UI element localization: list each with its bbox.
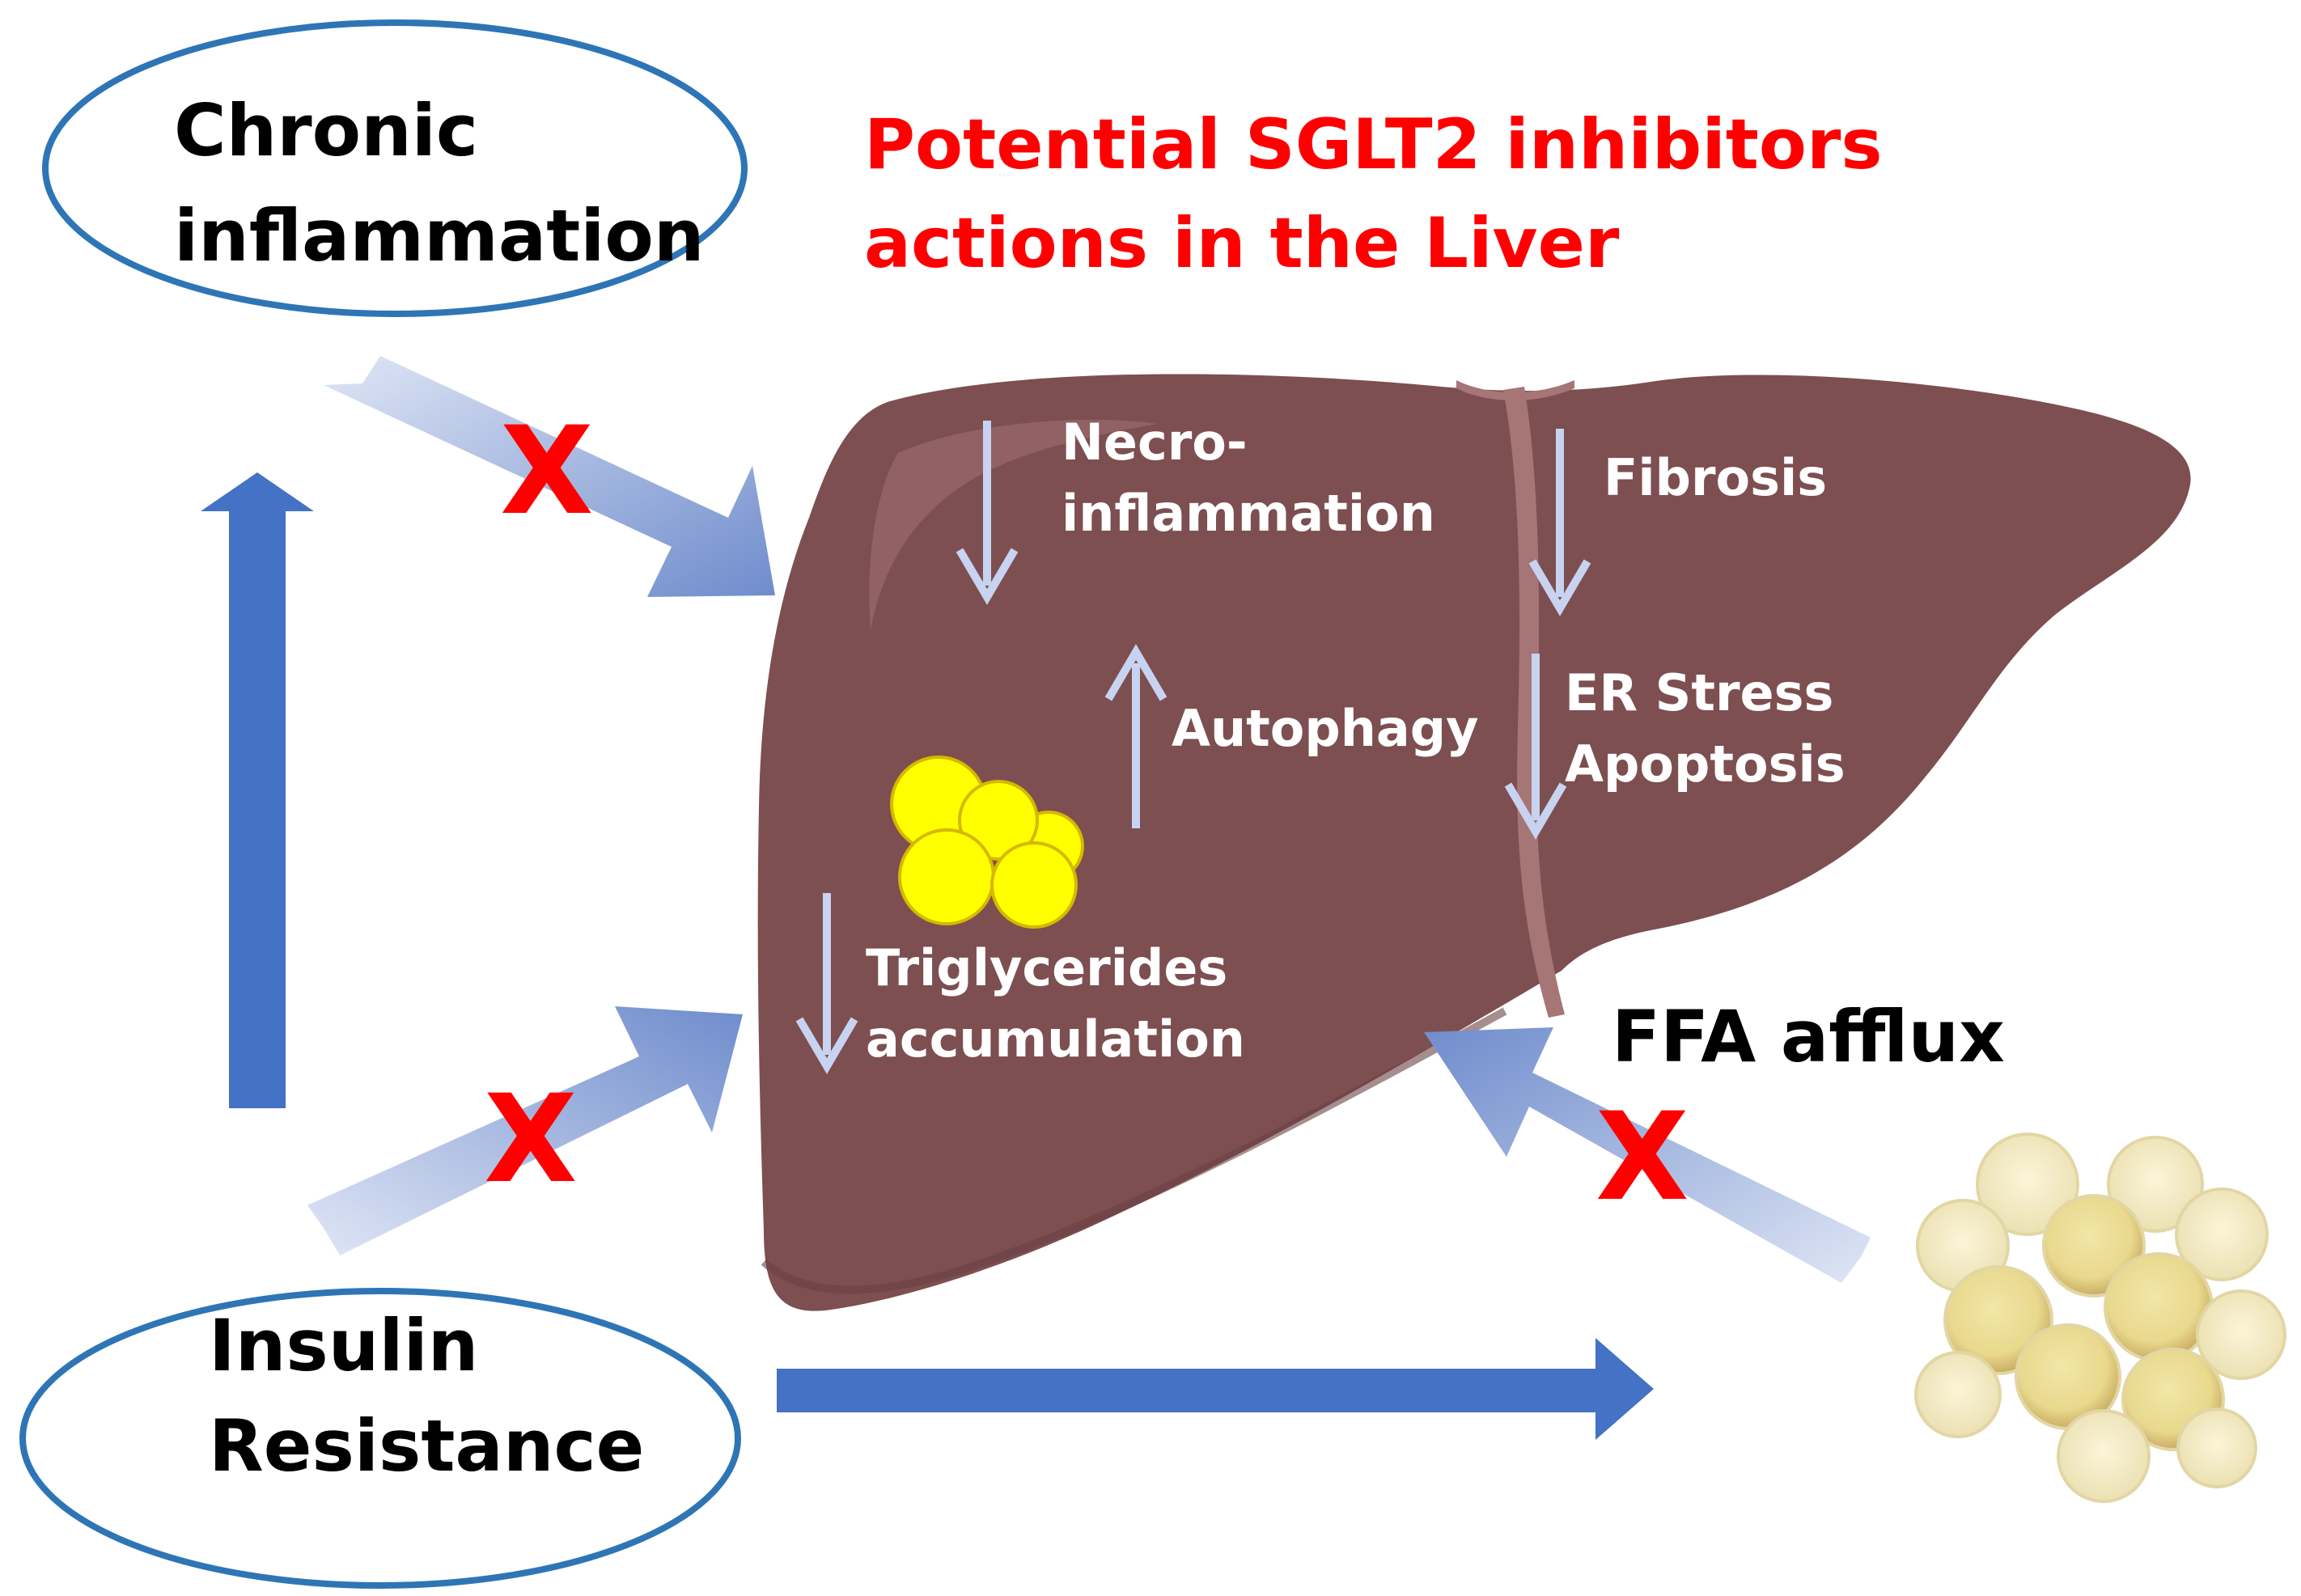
autophagy-label: Autophagy <box>1172 699 1479 758</box>
chronic-inflammation-ellipse <box>42 19 748 317</box>
er-stress-label-line2: Apoptosis <box>1565 734 1845 794</box>
fibrosis-down-arrow <box>1528 429 1591 616</box>
inflammation-to-liver-arrow <box>324 356 775 597</box>
liver-shape <box>757 374 2191 1311</box>
insulin-to-liver-arrow <box>307 1006 743 1255</box>
liver-highlight <box>869 419 1157 631</box>
necroinflammation-label-line2: inflammation <box>1062 484 1435 543</box>
autophagy-up-arrow <box>1104 644 1167 828</box>
triglycerides-label-line1: Triglycerides <box>866 938 1227 997</box>
block-mark-inflammation: X <box>500 401 594 542</box>
adipose-to-liver-arrow <box>1424 1027 1871 1283</box>
insulin-resistance-ellipse <box>19 1288 741 1589</box>
block-mark-ffa: X <box>1595 1087 1689 1228</box>
liver-ligament-top <box>1456 380 1574 400</box>
chronic-inflammation-node: Chronic inflammation <box>42 19 748 317</box>
chronic-inflammation-label-line1: Chronic <box>174 89 478 172</box>
effect-arrows <box>795 421 1591 1074</box>
fibrosis-label: Fibrosis <box>1604 448 1827 507</box>
insulin-resistance-label-line2: Resistance <box>209 1404 644 1488</box>
ffa-afflux-label: FFA afflux <box>1612 995 2005 1078</box>
chronic-inflammation-label-line2: inflammation <box>174 194 705 277</box>
liver-lower-rim <box>761 1007 1507 1294</box>
lipid-droplet-cluster <box>890 756 1084 929</box>
diagram-title-line1: Potential SGLT2 inhibitors <box>864 104 1883 185</box>
necroinflammation-label-line1: Necro- <box>1062 413 1248 472</box>
er-stress-down-arrow <box>1504 654 1567 840</box>
adipose-tissue-cluster <box>1914 1132 2286 1503</box>
er-stress-label-line1: ER Stress <box>1565 663 1833 722</box>
triglycerides-label-line2: accumulation <box>866 1010 1245 1069</box>
insulin-resistance-label-line1: Insulin <box>209 1304 478 1387</box>
block-mark-insulin: X <box>484 1069 578 1210</box>
insulin-to-inflammation-arrow <box>201 472 314 1108</box>
triglycerides-down-arrow <box>795 893 858 1074</box>
necroinflammation-down-arrow <box>956 421 1019 605</box>
insulin-to-adipose-arrow <box>777 1338 1654 1440</box>
diagram-title-line2: actions in the Liver <box>864 203 1620 284</box>
insulin-resistance-node: Insulin Resistance <box>19 1288 741 1589</box>
